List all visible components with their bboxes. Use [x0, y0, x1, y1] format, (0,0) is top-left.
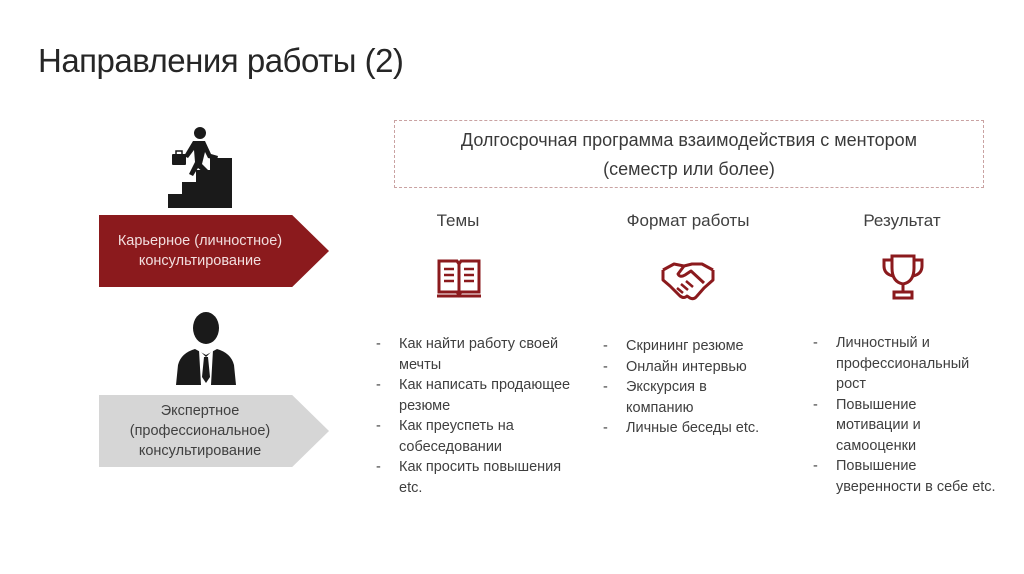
- program-line1: Долгосрочная программа взаимодействия с …: [460, 130, 918, 150]
- list-item: Онлайн интервью: [603, 357, 793, 378]
- list-item: Как найти работу своей мечты: [376, 334, 576, 375]
- businessman-icon: [173, 309, 239, 385]
- list-item: Как преуспеть на собеседовании: [376, 416, 576, 457]
- career-consulting-arrow: Карьерное (личностное) консультирование: [99, 215, 329, 287]
- career-line2: консультирование: [138, 253, 262, 269]
- expert-line2: (профессиональное): [129, 423, 271, 439]
- list-item: Повышение мотивации и самооценки: [813, 395, 946, 457]
- career-climber-icon: [160, 124, 240, 210]
- book-icon: [436, 256, 482, 305]
- column-heading-result: Результат: [863, 211, 941, 230]
- expert-line3: консультирование: [138, 443, 262, 459]
- program-box: Долгосрочная программа взаимодействия с …: [394, 120, 984, 188]
- handshake-icon: [660, 256, 716, 307]
- column-heading-format: Формат работы: [626, 211, 750, 230]
- expert-line1: Экспертное: [160, 403, 240, 419]
- list-item: Экскурсия в компанию: [603, 377, 736, 418]
- format-list: Скрининг резюме Онлайн интервью Экскурси…: [603, 336, 793, 439]
- program-line2: (семестр или более): [603, 159, 775, 179]
- expert-consulting-arrow: Экспертное (профессиональное) консультир…: [99, 395, 329, 467]
- trophy-icon: [880, 252, 926, 307]
- list-item: Как написать продающее резюме: [376, 375, 576, 416]
- list-item: Скрининг резюме: [603, 336, 793, 357]
- column-heading-topics: Темы: [436, 211, 480, 230]
- topics-list: Как найти работу своей мечты Как написат…: [376, 334, 576, 498]
- list-item: Как просить повышения etc.: [376, 457, 576, 498]
- page-title: Направления работы (2): [38, 42, 404, 79]
- list-item: Личностный и профессиональный рост: [813, 333, 993, 395]
- list-item: Личные беседы etc.: [603, 418, 793, 439]
- result-list: Личностный и профессиональный рост Повыш…: [813, 333, 996, 497]
- list-item: Повышение уверенности в себе etc.: [813, 456, 996, 497]
- career-line1: Карьерное (личностное): [117, 233, 283, 249]
